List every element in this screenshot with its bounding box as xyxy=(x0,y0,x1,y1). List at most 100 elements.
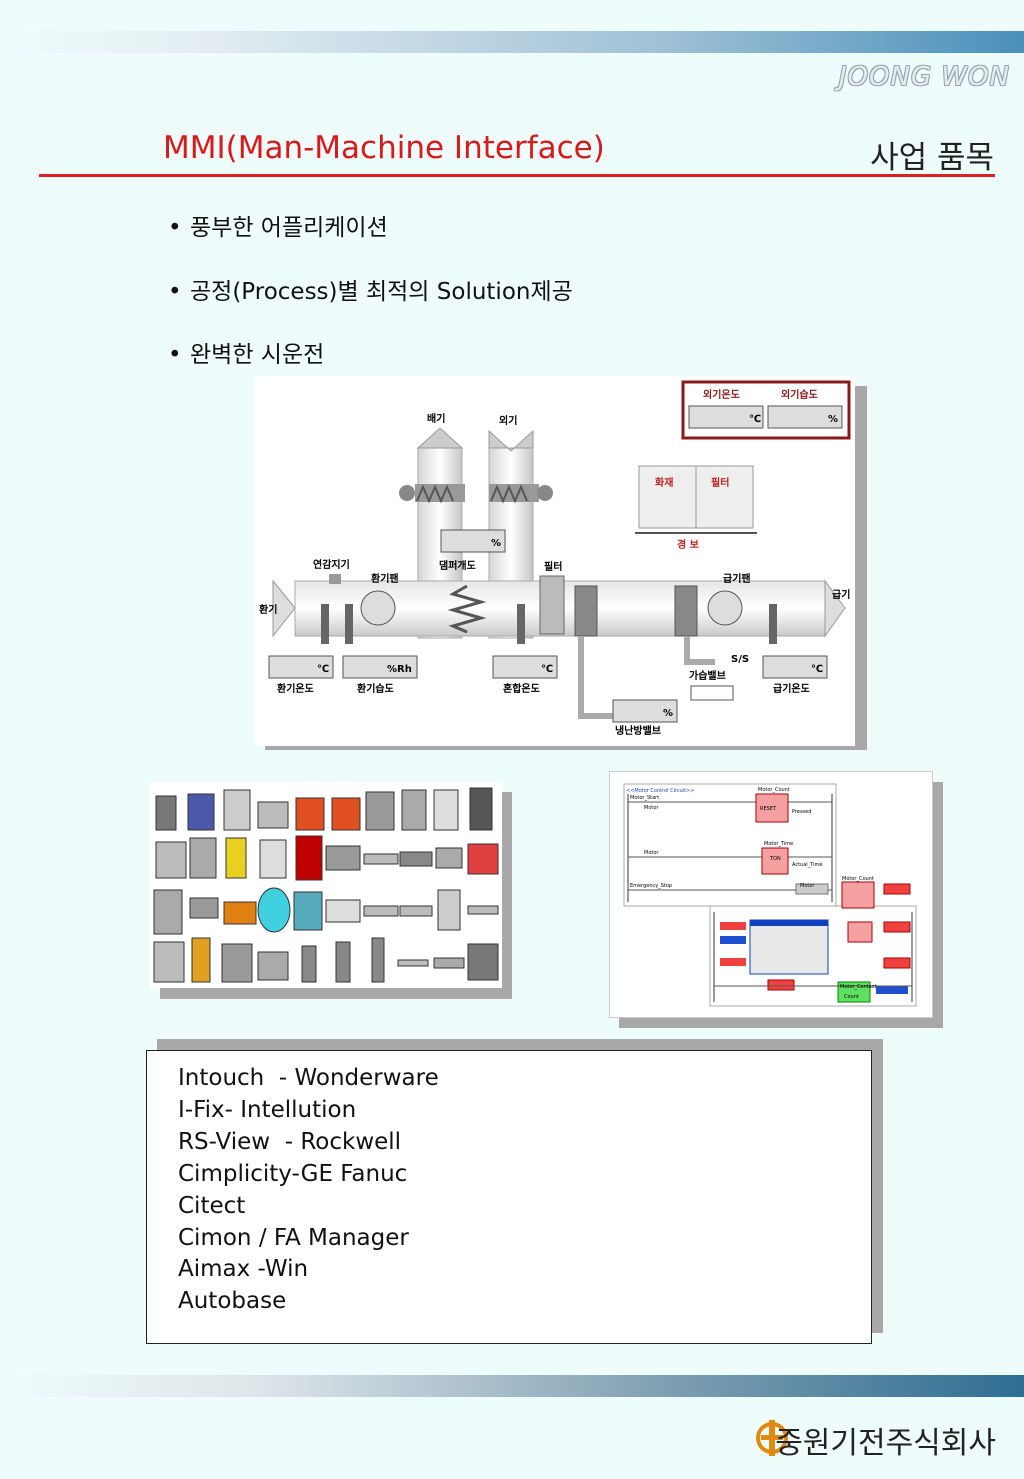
heater-coil-icon xyxy=(295,835,323,881)
sensor-icon xyxy=(301,945,317,983)
supply-fan-icon xyxy=(707,590,743,626)
ladder-label: Motor xyxy=(644,805,659,811)
tank-icon xyxy=(401,789,427,831)
sensor-icon xyxy=(321,604,329,644)
supply-temp-field xyxy=(762,655,828,679)
label-alarm: 경 보 xyxy=(677,538,699,551)
label-return-fan: 환기팬 xyxy=(371,572,399,585)
ladder-label: Motor_Time xyxy=(764,841,793,847)
supply-arrow-icon xyxy=(824,579,846,638)
bullet-item: •풍부한 어플리케이션 xyxy=(168,215,388,241)
label-smoke-detector: 연감지기 xyxy=(313,558,350,571)
company-logo-icon xyxy=(755,1418,789,1458)
spring-icon xyxy=(153,889,183,935)
title-rule xyxy=(39,174,995,177)
dialog-window xyxy=(749,919,829,975)
pump-icon xyxy=(365,791,395,831)
boiler-icon xyxy=(331,797,361,831)
outdoor-humidity-field xyxy=(767,405,843,429)
section-label: 사업 품목 xyxy=(870,140,994,176)
smoke-detector-icon xyxy=(329,574,341,584)
equipment-symbol-library xyxy=(150,782,502,988)
unit: %Rh xyxy=(387,664,412,675)
exhaust-arrow-icon xyxy=(416,427,464,449)
chiller-icon xyxy=(155,841,187,879)
timer-block xyxy=(847,921,873,943)
blower-icon xyxy=(257,951,289,981)
exchanger-icon xyxy=(293,891,323,931)
filter-icon xyxy=(225,837,247,879)
unit: % xyxy=(828,414,838,425)
label-return-air: 환기 xyxy=(259,603,277,616)
duct-icon xyxy=(437,889,461,931)
software-item: I-Fix- Intellution xyxy=(178,1096,357,1123)
software-item: RS-View - Rockwell xyxy=(178,1128,402,1155)
furnace-icon xyxy=(295,797,325,831)
intake-damper-icon xyxy=(489,484,553,504)
top-gradient-band xyxy=(0,31,1024,53)
return-humidity-field xyxy=(342,655,418,679)
mixer-icon xyxy=(447,584,487,634)
chimney-icon xyxy=(155,795,177,831)
pipe-icon xyxy=(399,905,433,917)
page-title: MMI(Man-Machine Interface) xyxy=(163,130,605,166)
heater-icon xyxy=(257,801,289,829)
ladder-label: RESET xyxy=(760,806,777,812)
label-supply-temp: 급기온도 xyxy=(773,682,810,695)
label-damper-opening: 댐퍼개도 xyxy=(439,559,476,572)
ladder-label: Motor_Contact xyxy=(840,984,876,990)
ladder-label: Count xyxy=(844,994,859,1000)
outdoor-temp-field xyxy=(688,405,764,429)
ladder-label: Emergency_Stop xyxy=(630,883,672,889)
exhaust-damper-icon xyxy=(399,484,465,504)
damper-opening-field xyxy=(440,529,506,553)
label-humidifier-valve: 가습밸브 xyxy=(689,669,726,682)
sensor-icon xyxy=(345,604,353,644)
coil-icon xyxy=(189,837,217,879)
vat-icon xyxy=(153,941,185,983)
ladder-label: Actual_Time xyxy=(792,862,822,868)
label-filter-alarm: 필터 xyxy=(711,476,729,489)
motor-icon xyxy=(223,901,257,925)
element-icon xyxy=(325,899,361,923)
timer-block xyxy=(761,847,789,875)
nozzle-icon xyxy=(435,847,463,869)
label-outdoor-humidity: 외기습도 xyxy=(781,388,818,401)
dryer-icon xyxy=(469,787,493,831)
radiator-icon xyxy=(259,839,287,879)
ladder-label: Motor xyxy=(644,850,659,856)
hvac-diagram: 배기 외기 외기온도 외기습도 ℃ % 화재 필터 경 보 % 댐퍼개도 필터 … xyxy=(255,376,855,746)
stand-icon xyxy=(189,897,219,919)
return-fan-icon xyxy=(360,590,396,626)
sensor-icon xyxy=(517,604,525,644)
bullet-item: •완벽한 시운전 xyxy=(168,342,325,368)
intake-arrow-icon xyxy=(488,429,534,452)
company-name: 중원기전주식회사 xyxy=(775,1426,996,1461)
humidifier-coil-icon xyxy=(674,585,698,637)
return-temp-field xyxy=(268,655,334,679)
valve-icon xyxy=(399,851,433,867)
software-item: Citect xyxy=(178,1192,246,1219)
return-arrow-icon xyxy=(272,579,296,638)
unit: % xyxy=(491,538,501,549)
label-fire: 화재 xyxy=(655,476,673,489)
rod-icon xyxy=(397,959,429,967)
ladder-label: Motor_Count xyxy=(842,876,874,882)
counter-block xyxy=(841,881,875,909)
sensor-icon xyxy=(769,604,777,644)
label-supply-fan: 급기팬 xyxy=(723,572,751,585)
software-item: Cimon / FA Manager xyxy=(178,1224,409,1251)
unit: ℃ xyxy=(811,664,823,675)
vessel-icon xyxy=(257,887,291,933)
label-mixed-temp: 혼합온도 xyxy=(503,682,540,695)
unit-icon xyxy=(221,943,253,983)
status-block xyxy=(795,883,829,895)
ladder-label: Pressed xyxy=(792,809,811,815)
probe-icon xyxy=(371,937,385,983)
ladder-title: <<Motor Control Circuit>> xyxy=(626,788,695,794)
cooling-coil-icon xyxy=(574,585,598,637)
label-return-humidity: 환기습도 xyxy=(357,682,394,695)
software-item: Intouch - Wonderware xyxy=(178,1065,439,1091)
label-cooling-heating-valve: 냉난방밸브 xyxy=(615,724,661,737)
brand-watermark: JOONG WON xyxy=(838,62,1010,92)
